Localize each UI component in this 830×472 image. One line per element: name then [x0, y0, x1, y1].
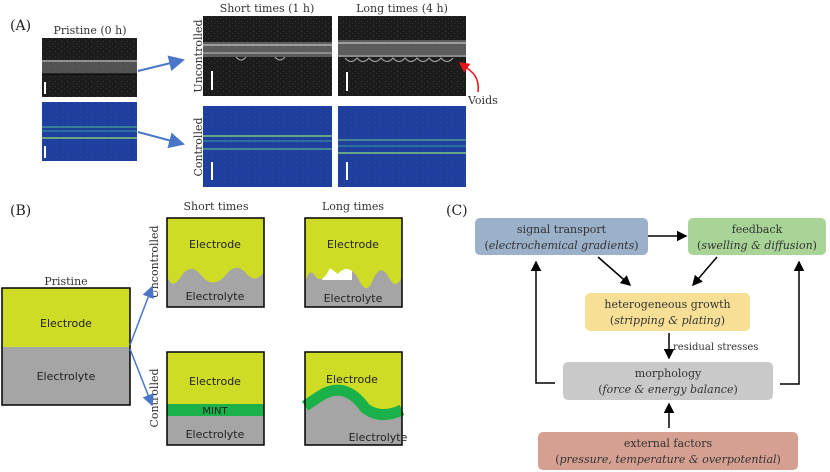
- schematic-pristine: Electrode Electrolyte: [1, 287, 131, 406]
- node-title: signal transport: [517, 223, 607, 236]
- node-box: [538, 432, 798, 470]
- short-times-title: Short times: [184, 200, 249, 213]
- electrode-label: Electrode: [189, 238, 241, 251]
- arrow-to-uncontrolled: [129, 285, 154, 346]
- row-label-uncontrolled-a: Uncontrolled: [192, 19, 205, 92]
- scale-bar: [44, 146, 46, 158]
- node-heterogeneous-growth: heterogeneous growth (stripping & plating…: [585, 293, 750, 331]
- node-subtitle: (stripping & plating): [610, 314, 725, 327]
- image-long-uncontrolled: [338, 16, 466, 96]
- electrolyte-label: Electrolyte: [186, 290, 245, 303]
- electrode-label: Electrode: [327, 238, 379, 251]
- long-times-4h-title: Long times (4 h): [356, 2, 448, 15]
- node-subtitle: (pressure, temperature & overpotential): [555, 453, 781, 466]
- node-title: feedback: [732, 223, 783, 236]
- arrow-to-controlled: [129, 348, 154, 407]
- node-subtitle: (electrochemical gradients): [484, 239, 638, 252]
- electrode-label: Electrode: [189, 375, 241, 388]
- schematic-long-uncontrolled: Electrode Electrolyte: [304, 217, 403, 308]
- panel-a-label: (A): [10, 18, 31, 34]
- arrow-pristine-to-uncontrolled: [137, 55, 185, 72]
- node-box: [475, 218, 648, 255]
- pristine-0h-title: Pristine (0 h): [53, 24, 126, 37]
- pristine-title: Pristine: [44, 275, 87, 288]
- node-box: [585, 293, 750, 331]
- image-pristine-uncontrolled: [42, 38, 137, 97]
- schematic-short-uncontrolled: Electrode Electrolyte: [166, 217, 265, 308]
- node-external-factors: external factors (pressure, temperature &…: [538, 432, 798, 470]
- scale-bar: [346, 72, 348, 91]
- node-title: heterogeneous growth: [604, 298, 730, 311]
- node-subtitle: (force & energy balance): [598, 383, 738, 396]
- node-box: [688, 218, 826, 255]
- row-label-controlled-a: Controlled: [192, 117, 205, 176]
- scale-bar: [211, 162, 213, 180]
- row-label-controlled-b: Controlled: [148, 368, 161, 427]
- image-long-controlled: [338, 106, 466, 187]
- scale-bar: [211, 71, 213, 90]
- node-subtitle: (swelling & diffusion): [697, 239, 817, 252]
- node-title: morphology: [635, 367, 702, 380]
- node-morphology: morphology (force & energy balance): [563, 362, 773, 400]
- scale-bar: [346, 162, 348, 180]
- electrode-label: Electrode: [40, 317, 92, 330]
- panel-c-label: (C): [446, 203, 468, 219]
- image-short-uncontrolled: [203, 16, 332, 96]
- long-times-title: Long times: [322, 200, 384, 213]
- node-title: external factors: [624, 437, 713, 450]
- schematic-long-controlled: Electrode Electrolyte: [301, 351, 408, 446]
- node-signal-transport: signal transport (electrochemical gradien…: [475, 218, 648, 255]
- electrode-label: Electrode: [326, 373, 378, 386]
- node-feedback: feedback (swelling & diffusion): [688, 218, 826, 255]
- arrow-pristine-to-controlled: [137, 131, 185, 149]
- electrolyte-label: Electrolyte: [324, 292, 383, 305]
- short-times-1h-title: Short times (1 h): [220, 2, 315, 15]
- edge-label-residual-stresses: residual stresses: [673, 342, 758, 353]
- voids-arrow: [458, 62, 479, 93]
- image-short-controlled: [203, 106, 332, 187]
- image-pristine-controlled: [42, 102, 137, 161]
- panel-b-label: (B): [10, 203, 31, 219]
- electrolyte-label: Electrolyte: [186, 428, 245, 441]
- mint-label: MINT: [202, 406, 228, 417]
- flow-arrows: [530, 230, 805, 428]
- scale-bar: [44, 82, 46, 94]
- node-box: [563, 362, 773, 400]
- voids-label: Voids: [467, 94, 498, 107]
- row-label-uncontrolled-b: Uncontrolled: [148, 225, 161, 298]
- electrolyte-label: Electrolyte: [37, 370, 96, 383]
- electrolyte-label: Electrolyte: [349, 431, 408, 444]
- schematic-short-controlled: Electrode MINT Electrolyte: [166, 351, 265, 446]
